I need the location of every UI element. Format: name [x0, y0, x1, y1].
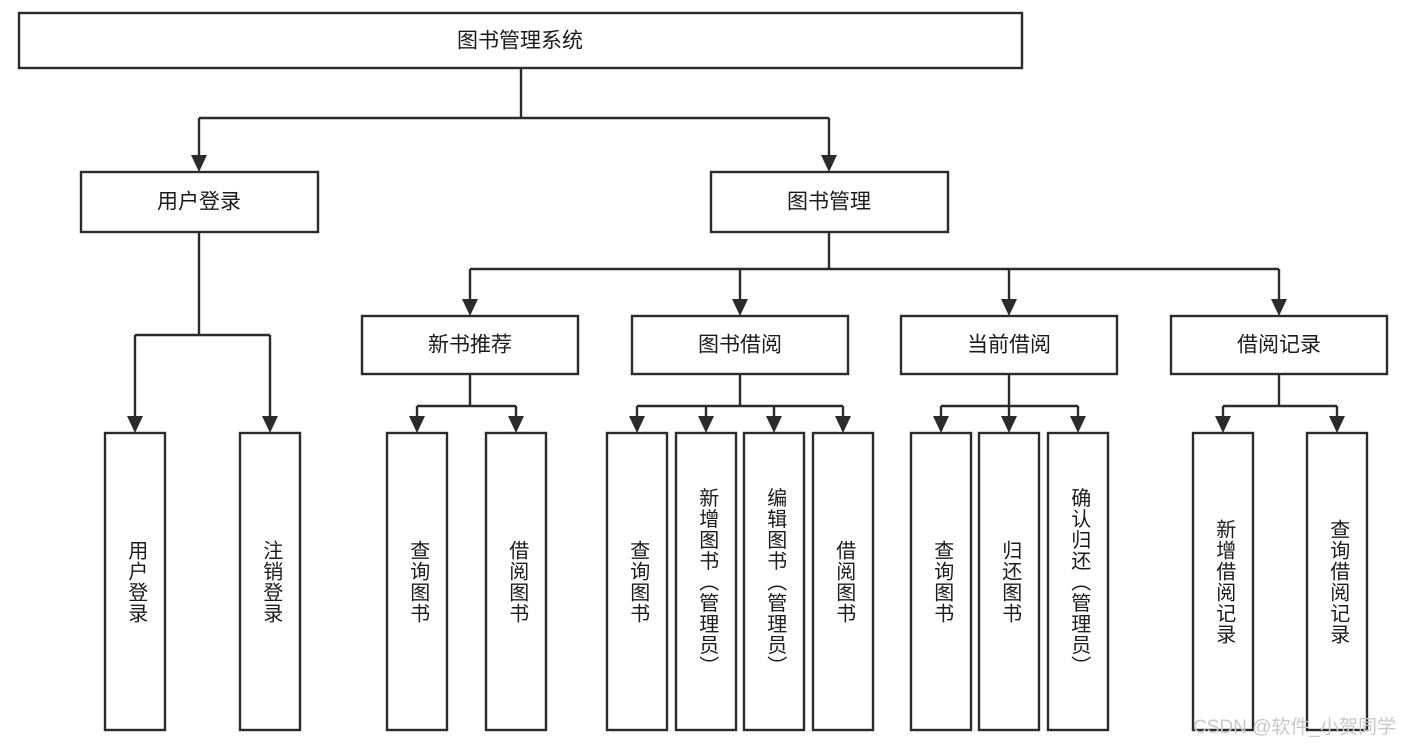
leaf-new-book-box-1[interactable]	[484, 431, 548, 732]
leaf-current-borrow-box-0[interactable]	[909, 431, 973, 732]
leaf-current-borrow-label-1: 归还图书	[999, 540, 1022, 624]
leaf-node[interactable]: 注销登录	[238, 431, 302, 732]
leaf-book-borrow-label-3: 借阅图书	[833, 540, 856, 624]
arrowhead-new-book-recommend	[462, 299, 478, 316]
leaf-node[interactable]: 查询图书	[385, 431, 449, 732]
connector-group-current-borrow	[933, 374, 1086, 433]
node-book-borrow-box[interactable]	[630, 314, 850, 376]
leaf-user-login-box-1[interactable]	[238, 431, 302, 732]
arrowhead-borrow-record-leaf-0	[1215, 416, 1231, 433]
node-new-book-recommend-box[interactable]	[360, 314, 580, 376]
node-borrow-record[interactable]: 借阅记录	[1169, 314, 1389, 376]
node-borrow-record-label: 借阅记录	[1237, 334, 1321, 357]
leaf-book-borrow-label-2: 编辑图书（管理员）	[764, 487, 787, 676]
arrowhead-borrow-record	[1271, 299, 1287, 316]
leaf-node[interactable]: 归还图书	[977, 431, 1041, 732]
arrowhead-current-borrow-leaf-2	[1070, 416, 1086, 433]
node-current-borrow[interactable]: 当前借阅	[899, 314, 1119, 376]
leaf-current-borrow-box-1[interactable]	[977, 431, 1041, 732]
node-new-book-recommend-label: 新书推荐	[428, 334, 512, 357]
arrowhead-current-borrow-leaf-1	[1001, 416, 1017, 433]
arrowhead-book-borrow-leaf-1	[698, 416, 714, 433]
leaf-node[interactable]: 用户登录	[103, 431, 167, 732]
arrowhead-new-book-leaf-0	[409, 416, 425, 433]
node-new-book-recommend[interactable]: 新书推荐	[360, 314, 580, 376]
leaf-borrow-record-label-0: 新增借阅记录	[1213, 519, 1236, 645]
leaf-book-borrow-box-3[interactable]	[811, 431, 875, 732]
arrowhead-book-borrow-leaf-0	[629, 416, 645, 433]
leaf-book-borrow-box-0[interactable]	[605, 431, 669, 732]
node-book-borrow-label: 图书借阅	[698, 334, 782, 357]
leaf-node[interactable]: 借阅图书	[484, 431, 548, 732]
leaf-new-book-box-0[interactable]	[385, 431, 449, 732]
arrowhead-borrow-record-leaf-1	[1329, 416, 1345, 433]
node-root-box[interactable]	[17, 11, 1024, 70]
csdn-watermark: CSDN @软件_小贺同学	[1193, 716, 1396, 738]
arrowhead-book-borrow-leaf-3	[835, 416, 851, 433]
leaf-user-login-label-1: 注销登录	[260, 540, 283, 624]
node-current-borrow-box[interactable]	[899, 314, 1119, 376]
leaf-borrow-record-label-1: 查询借阅记录	[1327, 519, 1350, 645]
node-user-login-label: 用户登录	[157, 191, 241, 214]
leaf-borrow-record-box-0[interactable]	[1191, 431, 1255, 732]
node-root-label: 图书管理系统	[457, 30, 583, 53]
connector-group-book-borrow	[629, 374, 851, 433]
arrowhead-current-borrow-leaf-0	[933, 416, 949, 433]
leaf-current-borrow-box-2[interactable]	[1046, 431, 1110, 732]
node-book-manage-label: 图书管理	[787, 191, 871, 214]
leaf-node[interactable]: 新增图书（管理员）	[674, 431, 738, 732]
connector-group-new-book-recommend	[409, 374, 524, 433]
leaf-user-login-label-0: 用户登录	[125, 540, 148, 624]
leaf-node[interactable]: 新增借阅记录	[1191, 431, 1255, 732]
leaf-node[interactable]: 查询图书	[909, 431, 973, 732]
connector-group-root	[191, 68, 837, 172]
node-book-borrow[interactable]: 图书借阅	[630, 314, 850, 376]
leaf-book-borrow-label-1: 新增图书（管理员）	[696, 487, 719, 676]
arrowhead-new-book-leaf-1	[508, 416, 524, 433]
arrowhead-user-login	[191, 155, 207, 172]
leaf-node[interactable]: 确认归还（管理员）	[1046, 431, 1110, 732]
arrowhead-book-borrow-leaf-2	[766, 416, 782, 433]
leaf-current-borrow-label-2: 确认归还（管理员）	[1068, 487, 1091, 676]
leaf-user-login-box-0[interactable]	[103, 431, 167, 732]
connector-group-book-manage	[462, 232, 1287, 316]
arrowhead-book-manage	[821, 155, 837, 172]
node-current-borrow-label: 当前借阅	[967, 334, 1051, 357]
arrowhead-current-borrow	[1001, 299, 1017, 316]
arrowhead-book-borrow	[732, 299, 748, 316]
arrowhead-user-login-leaf-0	[127, 416, 143, 433]
connector-group-borrow-record	[1215, 374, 1345, 433]
leaf-node[interactable]: 借阅图书	[811, 431, 875, 732]
leaf-book-borrow-box-2[interactable]	[742, 431, 806, 732]
leaf-book-borrow-box-1[interactable]	[674, 431, 738, 732]
leaf-new-book-label-1: 借阅图书	[506, 540, 529, 624]
node-borrow-record-box[interactable]	[1169, 314, 1389, 376]
arrowhead-user-login-leaf-1	[262, 416, 278, 433]
node-root-system[interactable]: 图书管理系统	[17, 11, 1024, 70]
leaf-node[interactable]: 查询借阅记录	[1305, 431, 1369, 732]
leaf-node[interactable]: 查询图书	[605, 431, 669, 732]
leaf-node[interactable]: 编辑图书（管理员）	[742, 431, 806, 732]
leaf-borrow-record-box-1[interactable]	[1305, 431, 1369, 732]
connector-group-user-login	[127, 232, 278, 433]
leaf-book-borrow-label-0: 查询图书	[627, 540, 650, 624]
node-book-manage-box[interactable]	[709, 170, 950, 234]
leaf-new-book-label-0: 查询图书	[407, 540, 430, 624]
node-user-login[interactable]: 用户登录	[79, 170, 320, 234]
node-book-manage[interactable]: 图书管理	[709, 170, 950, 234]
node-user-login-box[interactable]	[79, 170, 320, 234]
leaf-current-borrow-label-0: 查询图书	[931, 540, 954, 624]
